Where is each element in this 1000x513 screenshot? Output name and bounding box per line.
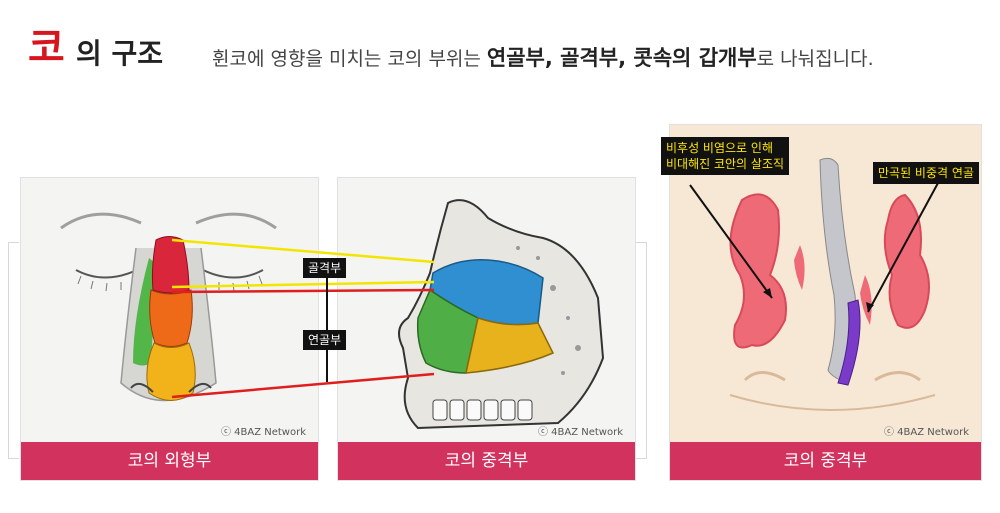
panel-septum-side: ⓒ 4BAZ Network 코의 중격부 bbox=[337, 177, 636, 481]
arrow-hypertrophy bbox=[689, 184, 773, 299]
bone-line-bottom bbox=[171, 280, 435, 289]
label-hypertrophy-line2: 비대해진 코안의 살조직 bbox=[666, 157, 785, 171]
subtitle-pre: 휜코에 영향을 미치는 코의 부위는 bbox=[212, 48, 487, 70]
credit-2: ⓒ 4BAZ Network bbox=[537, 427, 623, 438]
title-rest: 의 구조 bbox=[76, 37, 164, 70]
septum-side-illustration bbox=[398, 199, 605, 430]
label-cartilage: 연골부 bbox=[303, 330, 347, 350]
cartilage-line-bottom bbox=[171, 372, 435, 399]
title-main: 코 bbox=[28, 25, 65, 71]
subtitle: 휜코에 영향을 미치는 코의 부위는 연골부, 골격부, 콧속의 갑개부로 나눠… bbox=[212, 44, 874, 73]
label-hypertrophy-line1: 비후성 비염으로 인해 bbox=[666, 141, 773, 155]
label-deviated: 만곡된 비중격 연골 bbox=[873, 162, 979, 184]
label-hypertrophy: 비후성 비염으로 인해 비대해진 코안의 살조직 bbox=[661, 137, 790, 175]
frame-bracket-right bbox=[636, 242, 647, 459]
cartilage-line-top bbox=[171, 288, 435, 294]
caption-septum-front: 코의 중격부 bbox=[670, 442, 981, 480]
bone-line-top bbox=[171, 238, 435, 264]
label-bone: 골격부 bbox=[303, 258, 347, 278]
septum-front-illustration bbox=[729, 157, 936, 411]
caption-septum-side: 코의 중격부 bbox=[338, 442, 635, 480]
caption-external-nose: 코의 외형부 bbox=[21, 442, 318, 480]
credit-1: ⓒ 4BAZ Network bbox=[220, 427, 306, 438]
subtitle-bold: 연골부, 골격부, 콧속의 갑개부 bbox=[486, 46, 757, 70]
subtitle-post: 로 나눠집니다. bbox=[756, 48, 874, 70]
arrow-deviated bbox=[867, 182, 939, 313]
frame-bracket-left bbox=[8, 242, 19, 459]
panel-septum-front: ⓒ 4BAZ Network 코의 중격부 bbox=[669, 124, 982, 481]
credit-3: ⓒ 4BAZ Network bbox=[883, 427, 969, 438]
